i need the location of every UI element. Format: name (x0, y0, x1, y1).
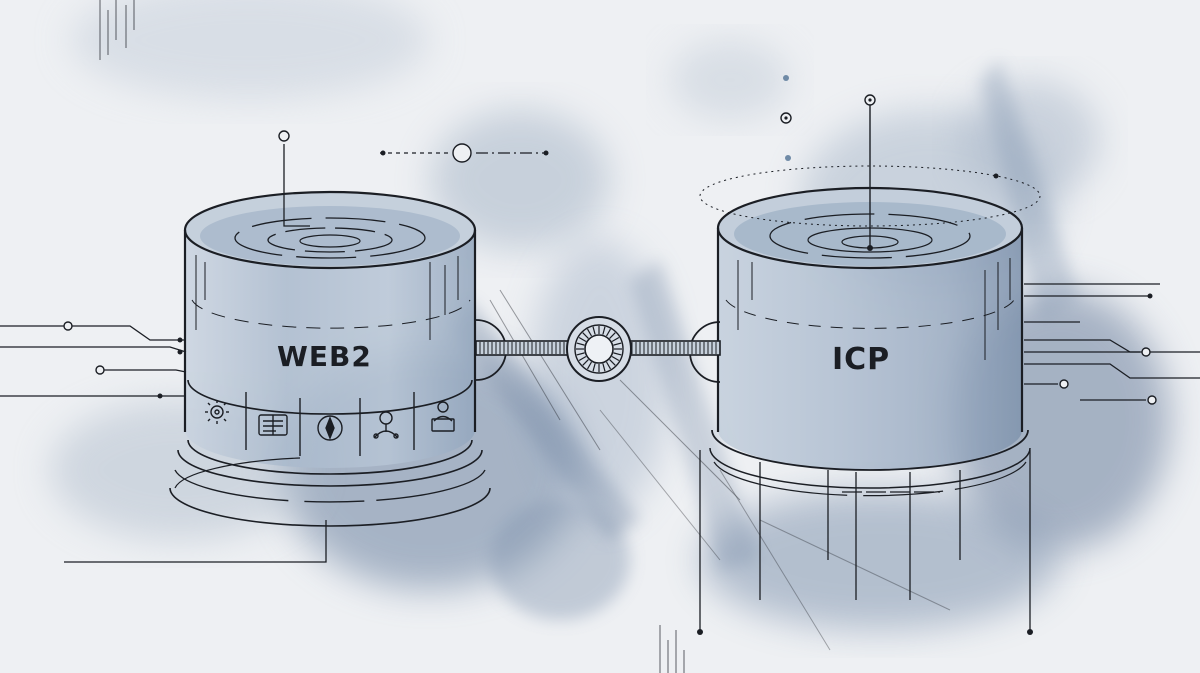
document-icon (258, 414, 288, 436)
compass-icon (317, 415, 343, 441)
gear-icon (205, 400, 229, 424)
bridge-connector (475, 316, 721, 383)
web2-cylinder (169, 190, 491, 527)
node-dot (63, 321, 73, 331)
node-ring (452, 143, 472, 163)
user-monitor-icon (431, 401, 455, 432)
left-circuit-lines (0, 144, 546, 563)
right-circuit-lines (699, 283, 1200, 630)
user-network-icon (373, 411, 399, 439)
node-dot (1059, 379, 1069, 389)
ink-scratches (99, 0, 951, 673)
icp-label: ICP (832, 342, 891, 377)
node-dot (278, 130, 290, 142)
web2-label: WEB2 (277, 340, 372, 373)
node-dot (1147, 395, 1157, 405)
node-dot (95, 365, 105, 375)
icp-cylinder (699, 104, 1041, 497)
node-dot (1141, 347, 1151, 357)
